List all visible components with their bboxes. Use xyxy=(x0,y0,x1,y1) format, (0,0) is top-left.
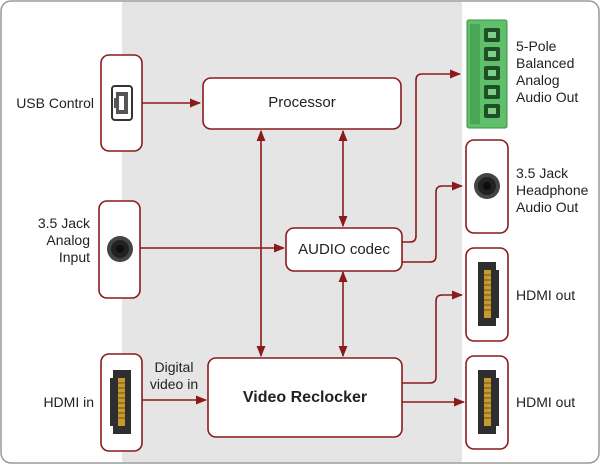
hdmi-out-2-icon xyxy=(478,370,499,434)
balanced-out-label: 5-Pole Balanced Analog Audio Out xyxy=(516,38,579,105)
headphone-jack-icon xyxy=(474,173,500,199)
terminal-block-icon xyxy=(466,19,508,129)
processor-label: Processor xyxy=(268,94,336,111)
hdmi-in-label: HDMI in xyxy=(43,394,94,410)
processor-block xyxy=(202,77,402,130)
digital-video-in-label: Digital video in xyxy=(149,359,199,392)
wire-reclocker-to-hdmi-out-1 xyxy=(402,290,464,384)
video-reclocker-block xyxy=(207,357,403,438)
hdmi-out-2-label: HDMI out xyxy=(516,394,576,410)
usb-mini-b-icon xyxy=(111,85,133,121)
audio-codec-block xyxy=(285,227,403,272)
audio-codec-label: AUDIO codec xyxy=(298,241,390,258)
wire-codec-to-headphone xyxy=(402,181,464,263)
headphone-out-label: 3.5 Jack Headphone Audio Out xyxy=(516,165,589,215)
wire-codec-to-balanced xyxy=(402,69,462,243)
usb-control-label: USB Control xyxy=(16,95,94,111)
video-reclocker-label: Video Reclocker xyxy=(242,389,368,406)
wires xyxy=(140,69,466,407)
hdmi-out-1-label: HDMI out xyxy=(516,287,576,303)
audio-jack-icon xyxy=(107,236,133,262)
hdmi-port-icon xyxy=(110,370,131,434)
jack-input-label: 3.5 Jack Analog Input xyxy=(37,215,90,265)
hdmi-out-1-icon xyxy=(478,262,499,326)
